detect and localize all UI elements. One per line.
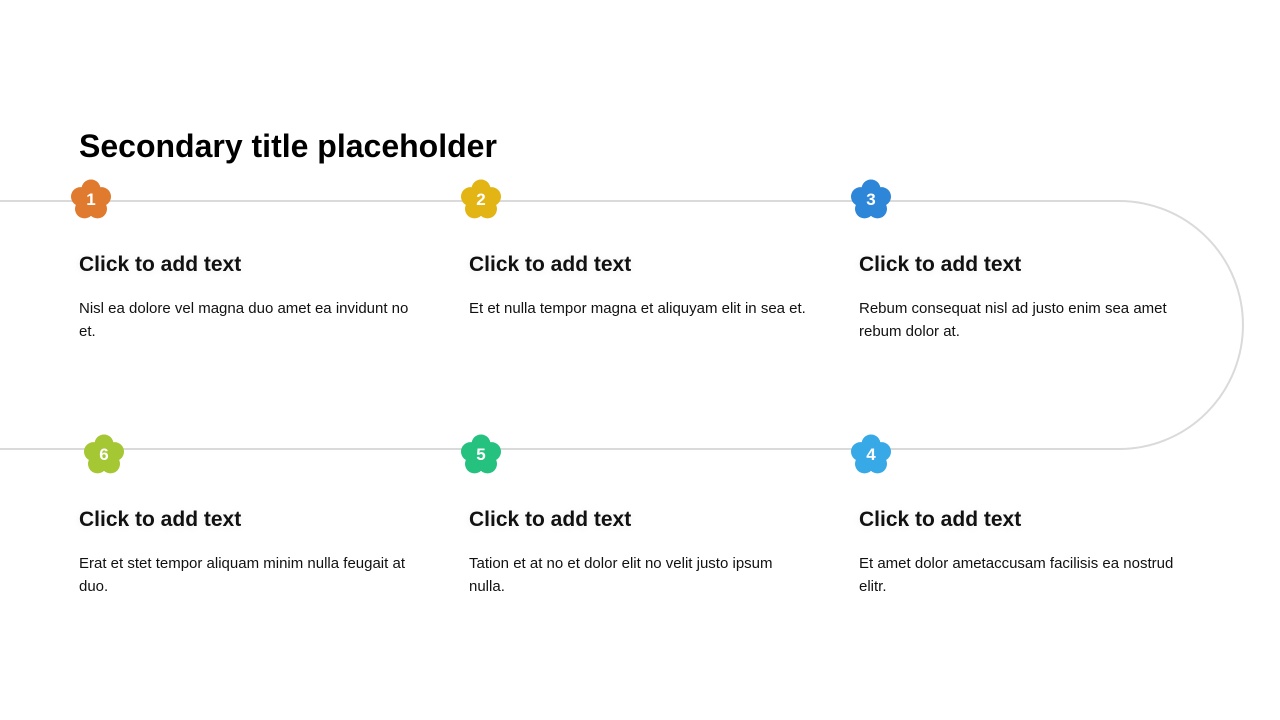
step-number: 3 (866, 190, 876, 209)
step-heading[interactable]: Click to add text (469, 508, 632, 531)
step-body[interactable]: Rebum consequat nisl ad justo enim sea a… (859, 300, 1167, 340)
flower-shape (851, 179, 891, 219)
flower-badge-icon: 4 (848, 432, 894, 478)
flower-badge-icon: 5 (458, 432, 504, 478)
flower-badge-icon: 6 (81, 432, 127, 478)
flower-badge-icon: 1 (68, 177, 114, 223)
step-body[interactable]: Et amet dolor ametaccusam facilisis ea n… (859, 555, 1174, 595)
step-number: 2 (476, 190, 486, 209)
flower-badge-icon: 3 (848, 177, 894, 223)
step-heading[interactable]: Click to add text (859, 253, 1022, 276)
step-body[interactable]: Erat et stet tempor aliquam minim nulla … (79, 555, 405, 595)
step-number: 5 (476, 445, 486, 464)
flower-shape (461, 434, 501, 474)
step-body[interactable]: Tation et at no et dolor elit no velit j… (469, 555, 773, 595)
flower-shape (461, 179, 501, 219)
step-heading[interactable]: Click to add text (79, 253, 242, 276)
page-title: Secondary title placeholder (79, 128, 497, 164)
step-number: 1 (86, 190, 96, 209)
flower-shape (71, 179, 111, 219)
step-number: 6 (99, 445, 109, 464)
flower-badge-icon: 2 (458, 177, 504, 223)
step-heading[interactable]: Click to add text (859, 508, 1022, 531)
step-heading[interactable]: Click to add text (79, 508, 242, 531)
step-body[interactable]: Et et nulla tempor magna et aliquyam eli… (469, 300, 806, 317)
flower-shape (851, 434, 891, 474)
step-body[interactable]: Nisl ea dolore vel magna duo amet ea inv… (79, 300, 409, 340)
step-heading[interactable]: Click to add text (469, 253, 632, 276)
flower-shape (84, 434, 124, 474)
step-number: 4 (866, 445, 876, 464)
